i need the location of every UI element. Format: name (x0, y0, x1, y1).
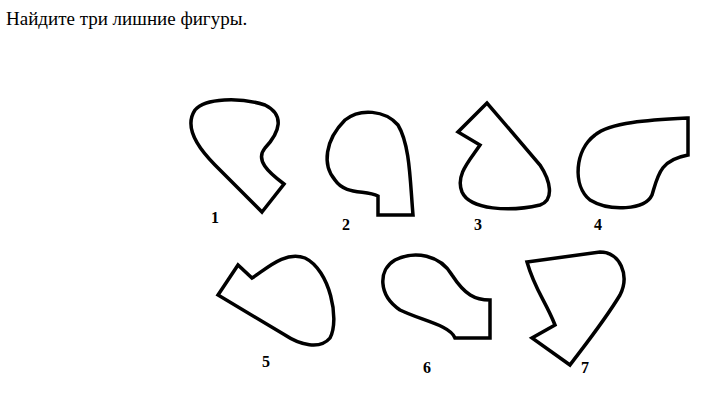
figure-number: 3 (474, 216, 482, 234)
figure-number: 4 (594, 216, 602, 234)
task-title: Найдите три лишние фигуры. (6, 8, 247, 30)
figure-outline (218, 256, 334, 345)
figure-outline (383, 255, 490, 338)
figure-number: 6 (423, 359, 431, 377)
figure-number: 2 (342, 216, 350, 234)
figure-number: 1 (211, 209, 219, 227)
figure-outline (458, 103, 549, 209)
figure-number: 7 (581, 359, 589, 377)
figure-outline (578, 118, 688, 208)
figure-outline (327, 112, 413, 215)
figure-outline (191, 100, 284, 212)
figure-outline (527, 252, 624, 365)
figure-number: 5 (262, 353, 270, 371)
